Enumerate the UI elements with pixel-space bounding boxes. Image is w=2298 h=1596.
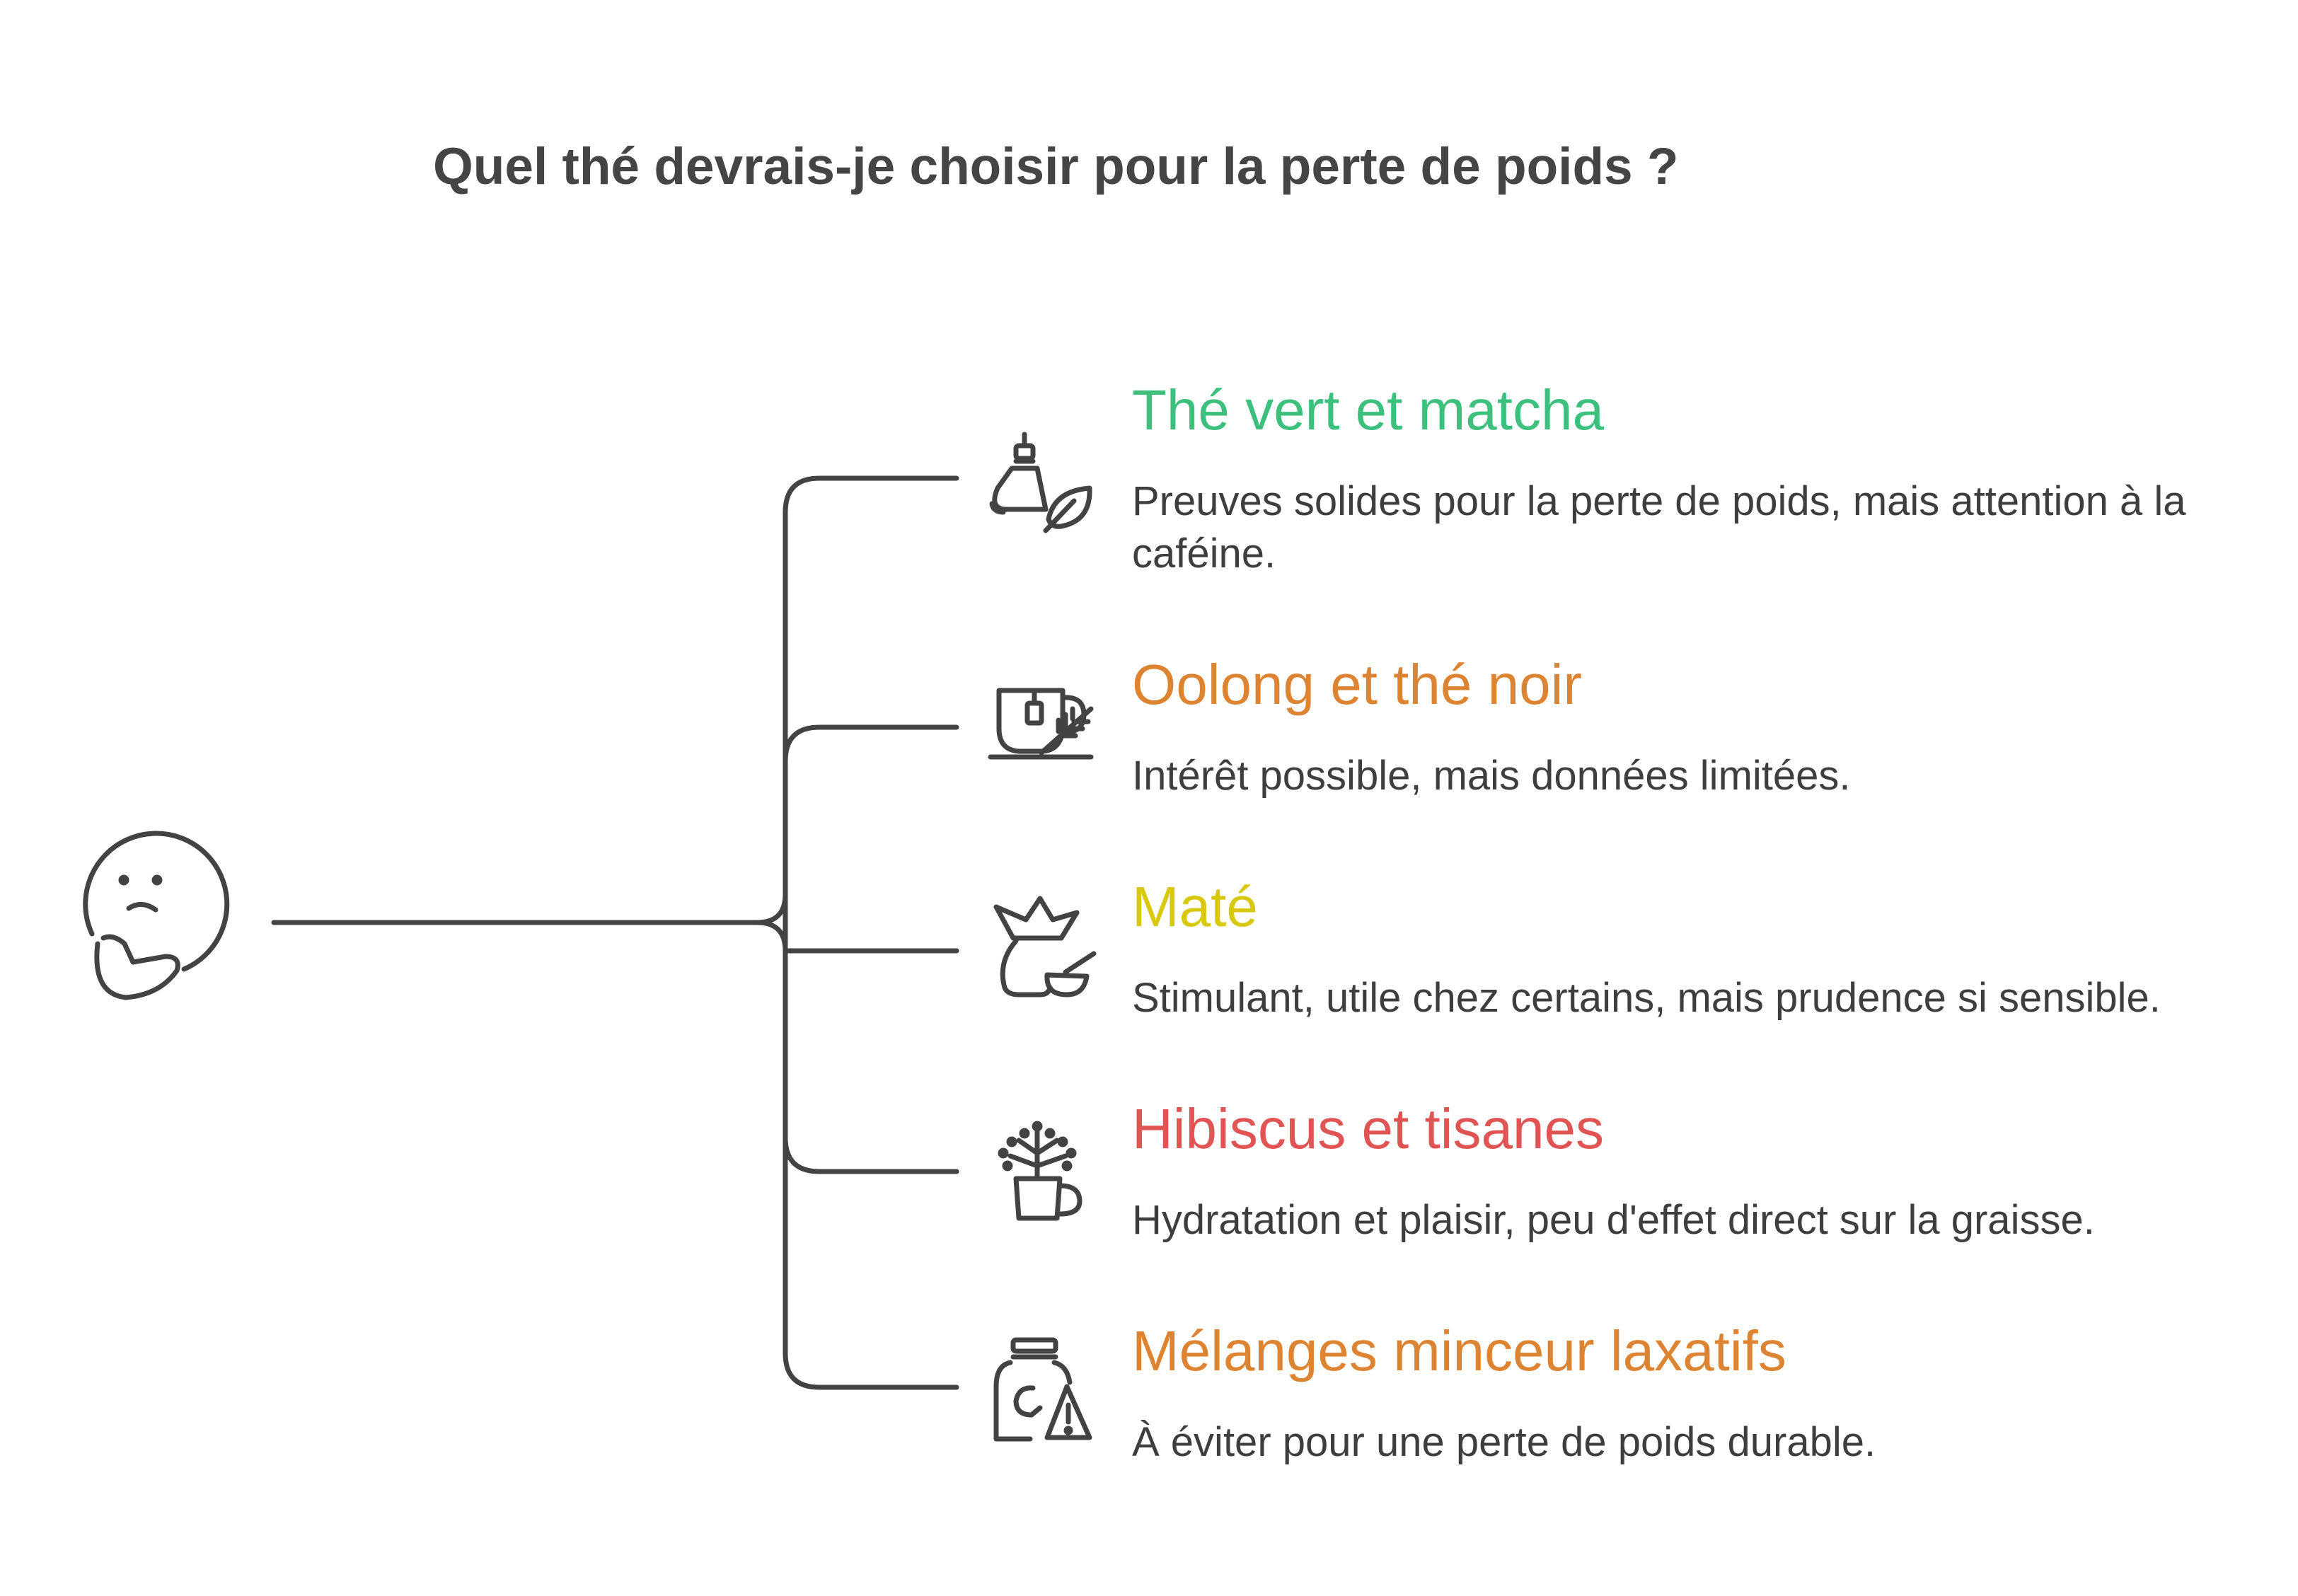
- branch-desc-mate: Stimulant, utile chez certains, mais pru…: [1132, 975, 2161, 1021]
- branch-title-oolong: Oolong et thé noir: [1132, 653, 1582, 716]
- branch-desc-oolong: Intérêt possible, mais données limitées.: [1132, 753, 1851, 799]
- connector-root: [271, 475, 959, 925]
- branch-title-laxative: Mélanges minceur laxatifs: [1132, 1319, 1786, 1382]
- connector-branch-4: [783, 1135, 959, 1174]
- branch-title-green-tea: Thé vert et matcha: [1132, 378, 1604, 441]
- thinking-face-icon: [83, 831, 230, 1000]
- branch-desc-green-tea: Preuves solides pour la perte de poids, …: [1132, 478, 2186, 577]
- page-title: Quel thé devrais-je choisir pour la pert…: [433, 138, 1679, 195]
- branch-desc-hibiscus: Hydratation et plaisir, peu d'effet dire…: [1132, 1197, 2095, 1243]
- herbal-jar-icon: [998, 1121, 1082, 1221]
- warning-jar-icon: [993, 1337, 1092, 1442]
- branch-desc-laxative: À éviter pour une perte de poids durable…: [1132, 1419, 1876, 1465]
- branch-title-mate: Maté: [1132, 875, 1258, 938]
- tea-cup-icon: [988, 688, 1094, 760]
- mate-plant-icon: [993, 896, 1097, 998]
- tea-bag-leaf-icon: [989, 432, 1092, 533]
- connector-branch-2: [783, 724, 959, 764]
- connector-branch-45: [783, 891, 959, 1390]
- branch-title-hibiscus: Hibiscus et tisanes: [1132, 1097, 1604, 1160]
